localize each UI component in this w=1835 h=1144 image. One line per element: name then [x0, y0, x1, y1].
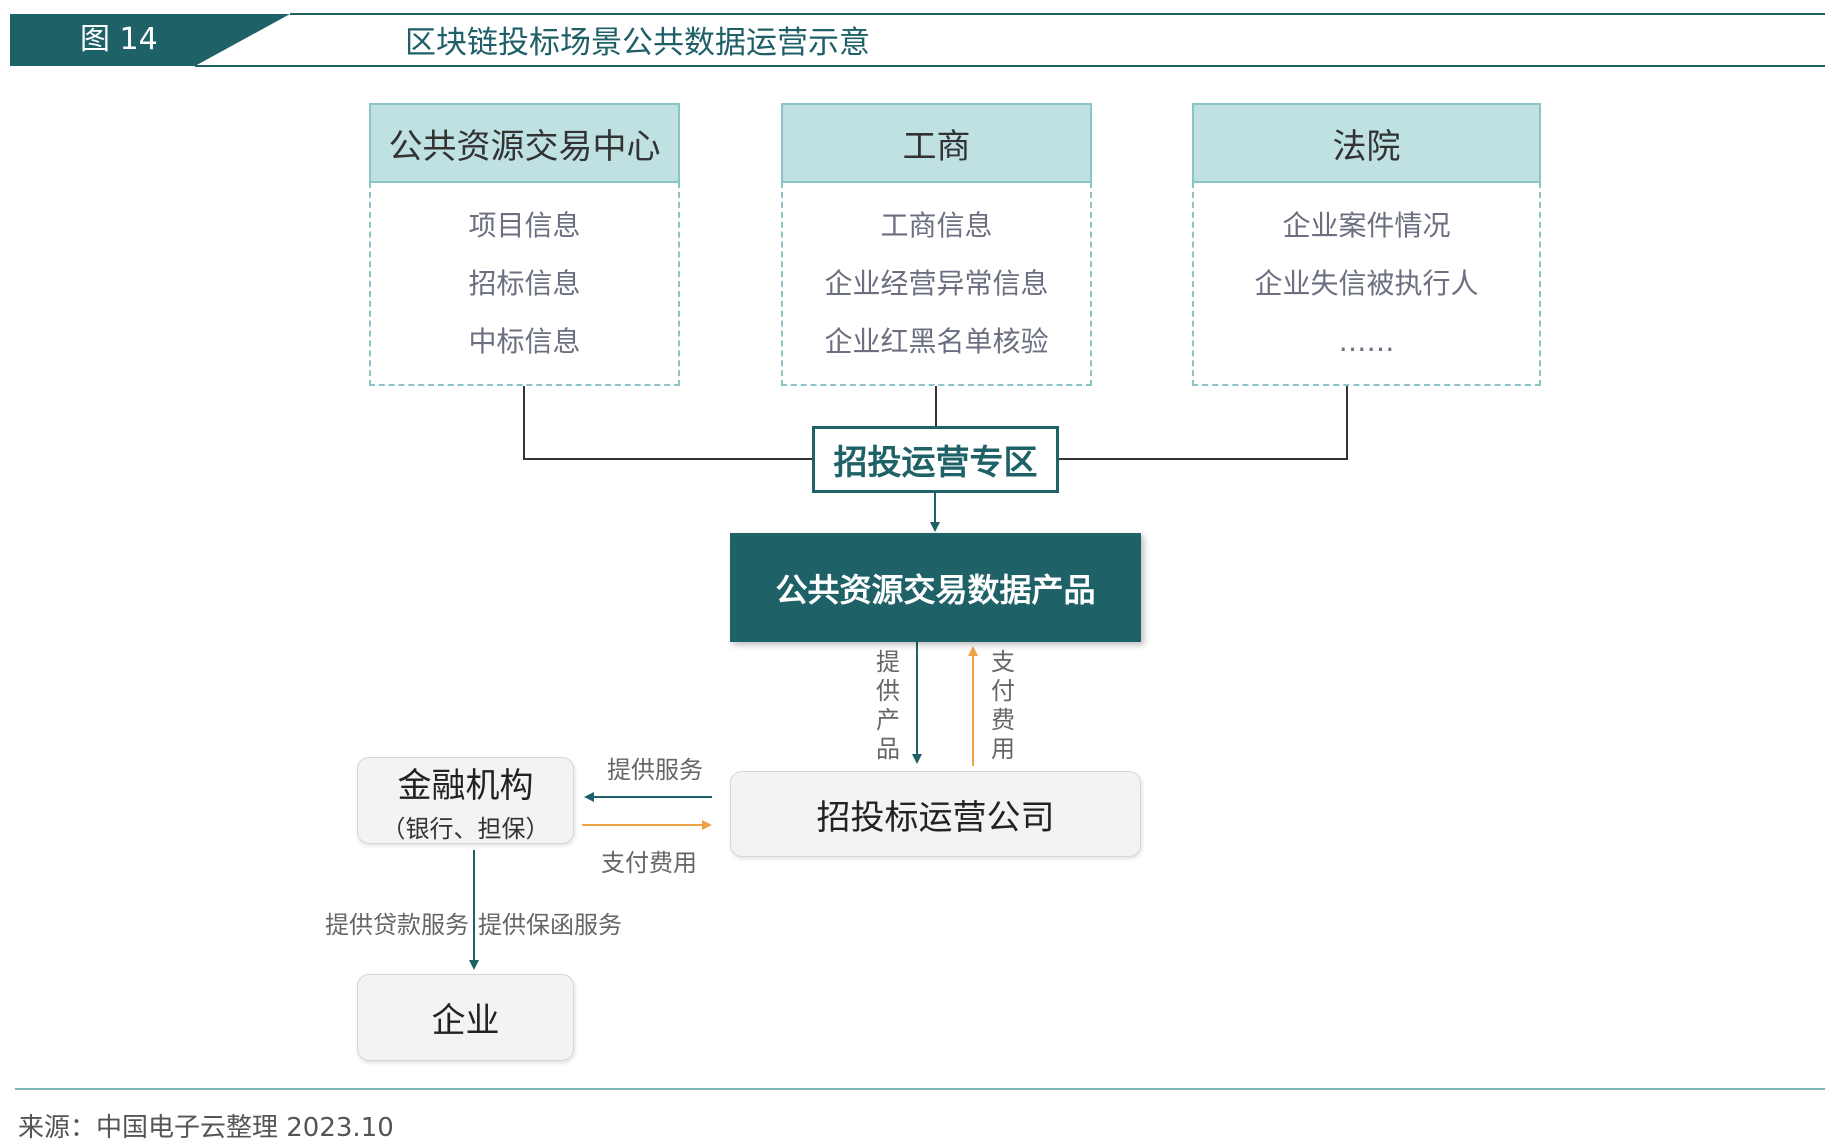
figure-title: 区块链投标场景公共数据运营示意: [405, 25, 870, 61]
source-box-court: 法院 企业案件情况 企业失信被执行人 ……: [1192, 103, 1541, 386]
label-pay-fee-up: 支付费用: [991, 648, 1015, 763]
source-box-items: 项目信息 招标信息 中标信息: [371, 183, 678, 384]
source-box-commerce: 工商 工商信息 企业经营异常信息 企业红黑名单核验: [781, 103, 1092, 386]
source-box-items: 工商信息 企业经营异常信息 企业红黑名单核验: [783, 183, 1090, 384]
source-box-trading-center: 公共资源交易中心 项目信息 招标信息 中标信息: [369, 103, 680, 386]
header-graphics: [10, 13, 1825, 67]
source-item: 企业经营异常信息: [824, 266, 1049, 300]
label-guarantee-service: 提供保函服务: [478, 911, 622, 939]
enterprise-label: 企业: [431, 1001, 500, 1041]
source-item: 中标信息: [468, 324, 581, 358]
operating-company-box: 招投标运营公司: [730, 771, 1141, 857]
enterprise-box: 企业: [357, 974, 574, 1061]
footer-rule: [15, 1088, 1825, 1090]
source-item: 招标信息: [468, 266, 581, 300]
source-item: 企业失信被执行人: [1254, 266, 1479, 300]
label-loan-service: 提供贷款服务: [325, 911, 469, 939]
source-box-header: 工商: [781, 103, 1092, 183]
label-provide-product: 提供产品: [876, 648, 900, 763]
source-item: 工商信息: [880, 208, 993, 242]
source-box-header: 法院: [1192, 103, 1541, 183]
source-item: ……: [1338, 324, 1395, 358]
operation-zone-box: 招投运营专区: [812, 426, 1059, 493]
financial-institution-box: 金融机构 （银行、担保）: [357, 757, 574, 844]
financial-institution-label: 金融机构: [397, 765, 534, 806]
source-box-items: 企业案件情况 企业失信被执行人 ……: [1194, 183, 1539, 384]
line-source1-to-zone: [523, 385, 812, 460]
operating-company-label: 招投标运营公司: [816, 797, 1055, 838]
label-provide-service: 提供服务: [607, 756, 703, 784]
source-note: 来源：中国电子云整理 2023.10: [18, 1113, 394, 1143]
label-pay-fee: 支付费用: [601, 849, 697, 877]
source-item: 项目信息: [468, 208, 581, 242]
line-source3-to-zone: [1059, 385, 1348, 460]
financial-institution-sublabel: （银行、担保）: [381, 814, 550, 843]
source-item: 企业红黑名单核验: [824, 324, 1049, 358]
figure-label: 图 14: [80, 22, 158, 57]
source-box-header: 公共资源交易中心: [369, 103, 680, 183]
data-product-box: 公共资源交易数据产品: [730, 533, 1141, 642]
figure-tab-shape: [10, 14, 290, 66]
source-item: 企业案件情况: [1282, 208, 1451, 242]
